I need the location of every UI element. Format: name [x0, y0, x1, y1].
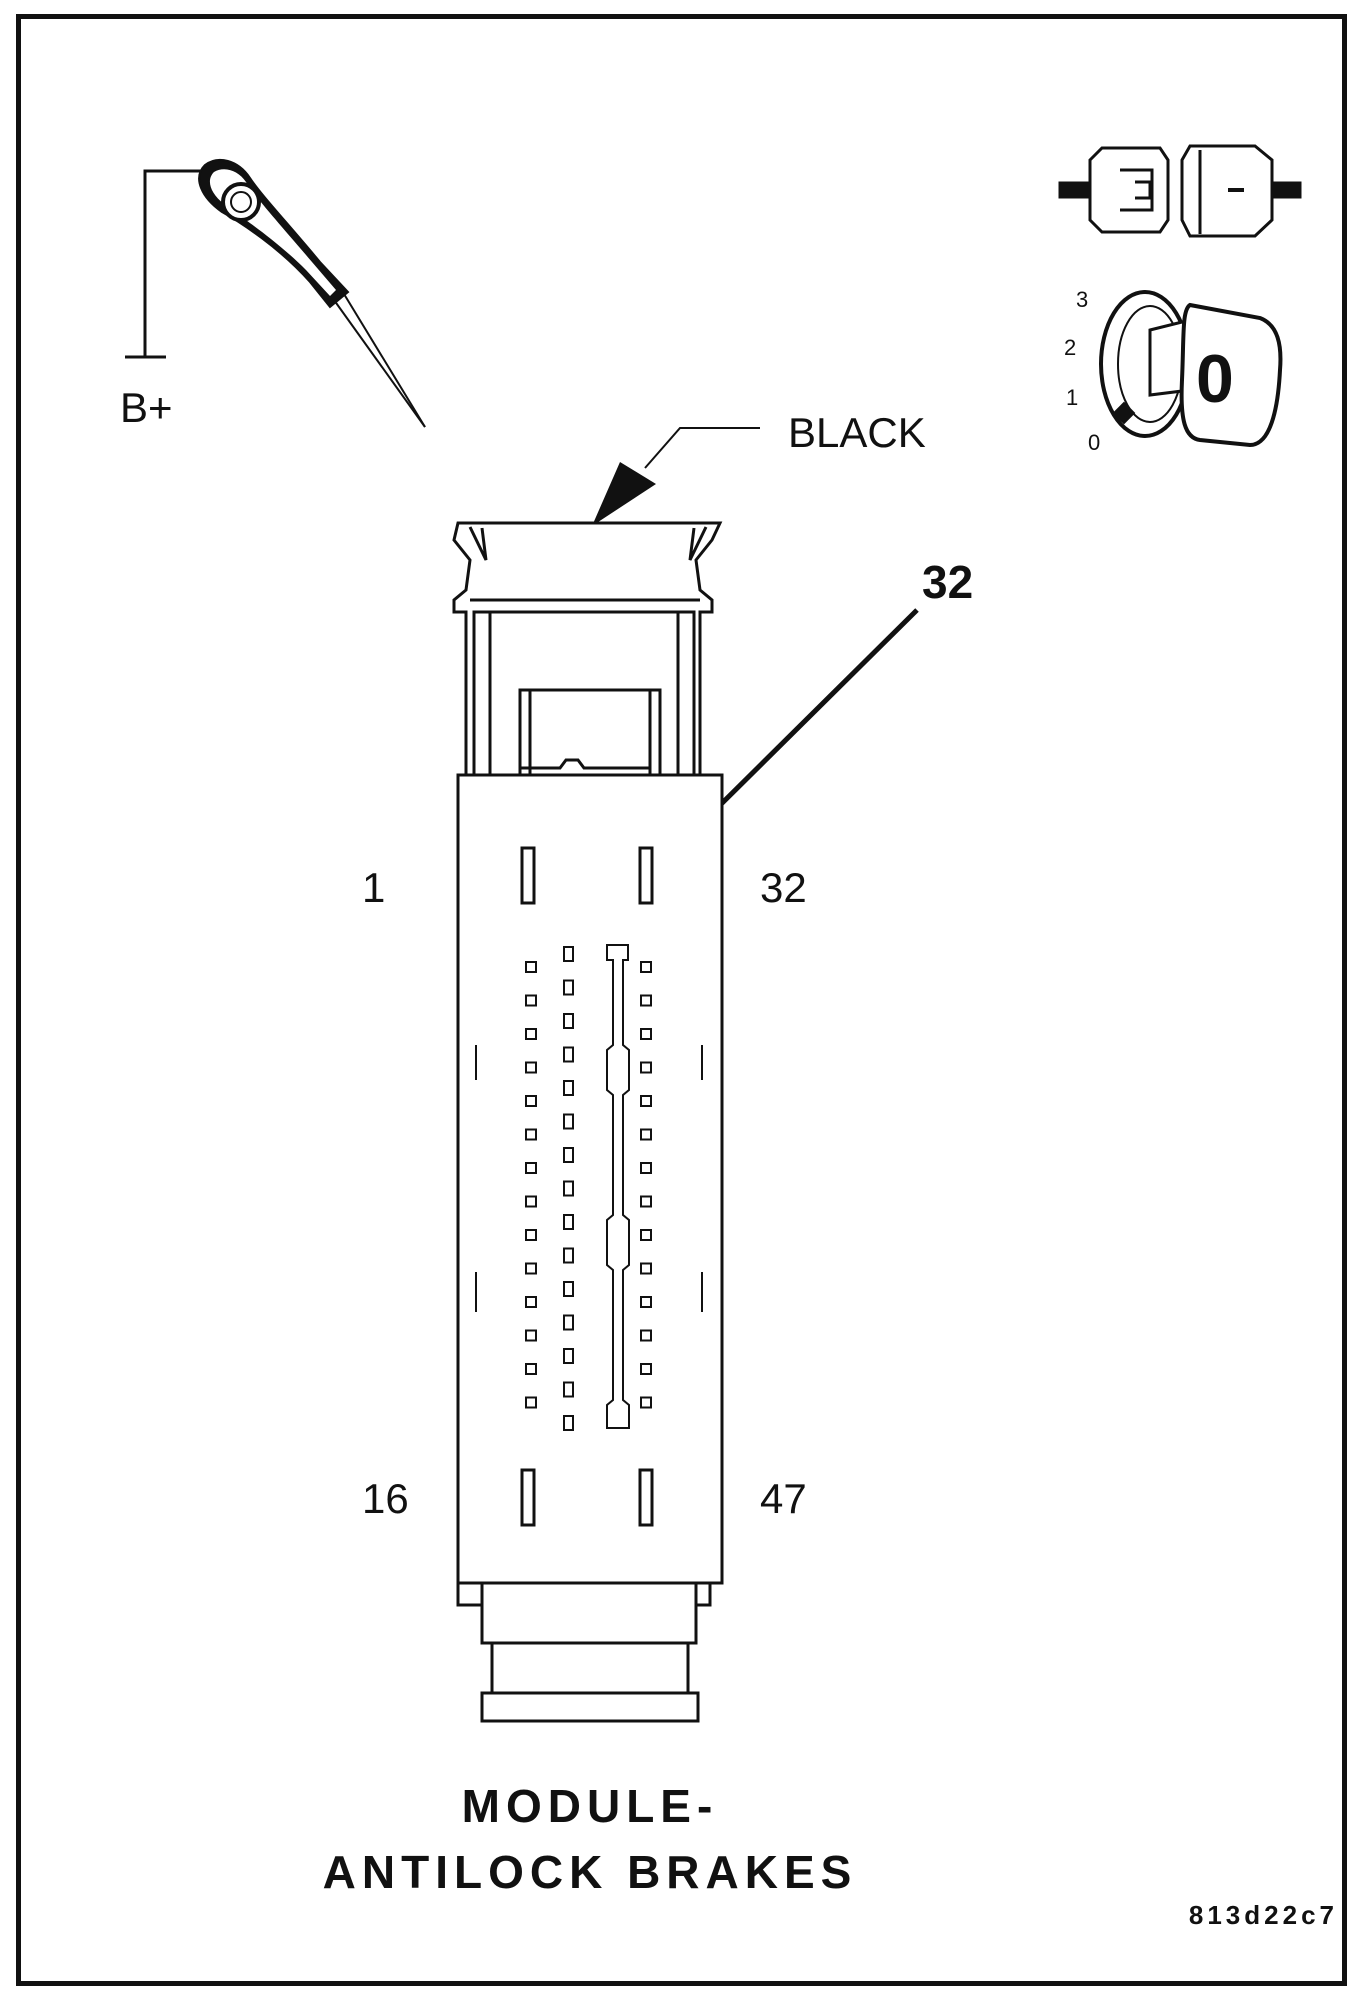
cavity: [563, 1381, 574, 1398]
pin-label-47: 47: [760, 1475, 807, 1522]
cavity: [525, 1329, 537, 1342]
connector-color-label: BLACK: [788, 409, 926, 456]
figure-id: 813d22c7: [1189, 1900, 1338, 1930]
pin-label-32: 32: [760, 864, 807, 911]
cavity: [563, 1247, 574, 1264]
test-probe-icon: [125, 158, 426, 428]
cavity: [525, 1296, 537, 1308]
cavity: [563, 1180, 574, 1197]
ignition-key-icon: 3 2 1 0 0: [1064, 287, 1283, 455]
cavity: [563, 1113, 574, 1130]
cavity: [563, 946, 574, 962]
cavity: [640, 1128, 652, 1141]
cavity: [640, 1296, 652, 1308]
cavity: [525, 1028, 537, 1040]
cavity: [525, 1229, 537, 1241]
cavity: [563, 1281, 574, 1297]
cavity: [640, 1329, 652, 1342]
cavity: [563, 1348, 574, 1364]
cavity: [525, 1396, 537, 1409]
connector-disconnect-icon: [1058, 144, 1302, 238]
cavity: [640, 1195, 652, 1208]
cavity: [525, 994, 537, 1007]
cavity: [525, 1128, 537, 1141]
cavity: [525, 1061, 537, 1074]
cavity: [563, 1314, 574, 1331]
cavity: [640, 1262, 652, 1275]
ignition-key-symbol: 0: [1196, 341, 1234, 417]
cavity: [563, 979, 574, 996]
cavity: [525, 961, 537, 973]
ignition-position-0: 0: [1088, 430, 1100, 455]
cavity: [525, 1162, 537, 1174]
cavity: [640, 961, 652, 973]
cavity: [640, 1396, 652, 1409]
title-line-1: MODULE-: [462, 1780, 719, 1832]
pin-label-1: 1: [362, 864, 385, 911]
cavity: [640, 1229, 652, 1241]
cavity: [640, 1363, 652, 1375]
cavity: [563, 1415, 574, 1431]
pin-label-16: 16: [362, 1475, 409, 1522]
cavity: [563, 1046, 574, 1063]
cavity: [525, 1363, 537, 1375]
cavity: [563, 1214, 574, 1230]
cavity: [525, 1262, 537, 1275]
ignition-position-2: 2: [1064, 335, 1076, 360]
cavity: [640, 994, 652, 1007]
cavity: [640, 1061, 652, 1074]
cavity: [525, 1195, 537, 1208]
cavity: [525, 1095, 537, 1107]
color-callout-leader: [592, 427, 760, 526]
cavity-grid: [525, 946, 652, 1431]
cavity: [563, 1013, 574, 1029]
cavity: [563, 1147, 574, 1163]
connector-body: [452, 521, 724, 1723]
ignition-position-1: 1: [1066, 385, 1078, 410]
ignition-position-3: 3: [1076, 287, 1088, 312]
cavity: [563, 1080, 574, 1096]
cavity: [640, 1095, 652, 1107]
pin-callout-label: 32: [922, 556, 973, 608]
battery-label: B+: [120, 384, 173, 431]
cavity: [640, 1162, 652, 1174]
cavity: [640, 1028, 652, 1040]
title-line-2: ANTILOCK BRAKES: [323, 1846, 858, 1898]
